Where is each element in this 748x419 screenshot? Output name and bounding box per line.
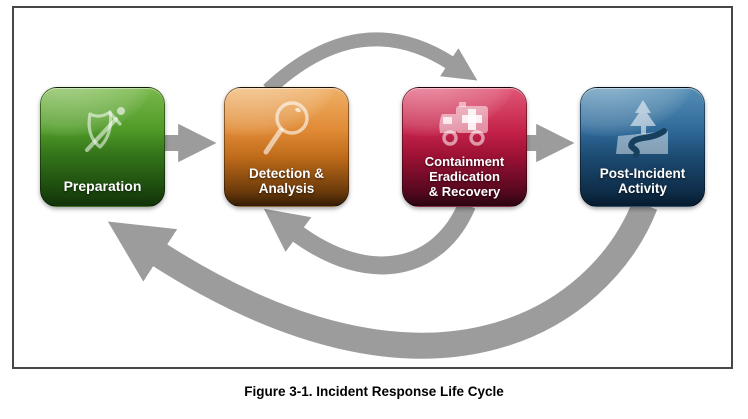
- ambulance-icon: [403, 96, 526, 152]
- stage-post-incident-activity-label: Post-Incident Activity: [599, 165, 686, 197]
- magnifier-icon: [225, 96, 348, 158]
- stage-preparation: Preparation: [40, 87, 165, 207]
- shield-sword-icon: [41, 98, 164, 160]
- stage-containment-eradication-recovery: Containment Eradication & Recovery: [402, 87, 527, 207]
- stage-preparation-label: Preparation: [63, 177, 142, 194]
- arrow-detection-to-containment-over-top: [263, 32, 478, 96]
- tree-path-icon: [581, 96, 704, 158]
- stage-post-incident-activity: Post-Incident Activity: [580, 87, 705, 207]
- figure-caption: Figure 3-1. Incident Response Life Cycle: [244, 384, 504, 399]
- stage-detection-analysis-label: Detection & Analysis: [248, 165, 324, 197]
- stage-containment-eradication-recovery-label: Containment Eradication & Recovery: [424, 154, 505, 200]
- stage-detection-analysis: Detection & Analysis: [224, 87, 349, 207]
- arrow-post-incident-back-to-preparation: [107, 200, 658, 359]
- arrow-containment-back-to-detection: [263, 201, 476, 275]
